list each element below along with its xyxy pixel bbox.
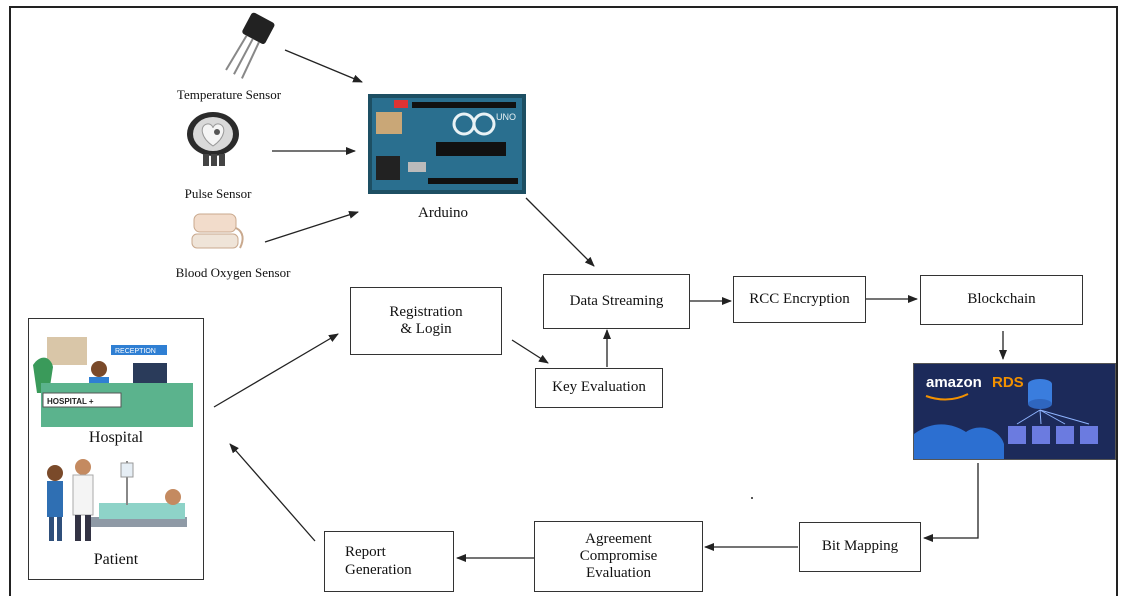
agreement-compromise-node: Agreement Compromise Evaluation (534, 521, 703, 592)
bit-mapping-node: Bit Mapping (799, 522, 921, 572)
hospital-patient-panel: RECEPTION HOSPITAL + Hospital Patient (28, 318, 204, 580)
data-streaming-node: Data Streaming (543, 274, 690, 329)
arduino-uno-text: UNO (496, 112, 516, 122)
amazon-logo-text: amazon (926, 374, 982, 391)
blood-oxygen-sensor-image (191, 213, 244, 249)
arduino-label: Arduino (418, 205, 468, 221)
report-generation-node: Report Generation (324, 531, 454, 592)
arrow-temperature-to-arduino (284, 49, 363, 83)
arrow-rds-to-bit-mapping (923, 463, 979, 542)
rds-graphic (914, 379, 1098, 459)
key-evaluation-node: Key Evaluation (535, 368, 663, 408)
arrow-oxygen-to-arduino (264, 210, 359, 243)
registration-login-node: Registration & Login (350, 287, 502, 355)
arrow-arduino-to-data-streaming (525, 197, 595, 267)
pulse-sensor-image (187, 112, 239, 166)
stray-dot (751, 497, 753, 499)
arduino-board-image: UNO (368, 94, 526, 194)
amazon-rds-box: amazon RDS (913, 363, 1116, 460)
rds-logo-text: RDS (992, 374, 1024, 391)
arrow-report-to-hospital (229, 443, 316, 542)
blood-oxygen-sensor-label: Blood Oxygen Sensor (175, 265, 291, 280)
arrow-registration-to-key-eval (511, 339, 549, 364)
blockchain-node: Blockchain (920, 275, 1083, 325)
arrow-hospital-to-registration (213, 333, 339, 408)
temperature-sensor-image (225, 12, 275, 79)
diagram-frame (9, 6, 1118, 596)
pulse-sensor-label: Pulse Sensor (184, 186, 252, 201)
temperature-sensor-label: Temperature Sensor (176, 87, 282, 102)
reception-sign-text: RECEPTION (115, 348, 156, 355)
rcc-encryption-node: RCC Encryption (733, 276, 866, 323)
patient-image (47, 459, 187, 541)
hospital-image: RECEPTION HOSPITAL + (33, 337, 193, 427)
hospital-label: Hospital (88, 429, 144, 446)
patient-label: Patient (93, 551, 139, 568)
hospital-sign-text: HOSPITAL + (47, 397, 94, 406)
